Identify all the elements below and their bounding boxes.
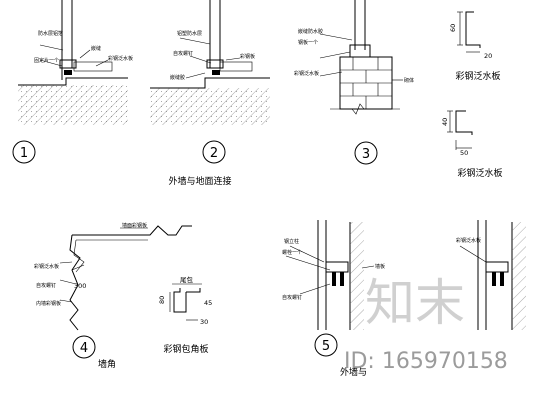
d5-note-1: 钢立柱 (284, 238, 299, 245)
d4-note-1: 墙面彩钢板 (122, 222, 147, 229)
watermark: 知末 ID: 165970158 (344, 274, 508, 374)
detail-5: 钢立柱 螺栓一个 彩钢泛水板 自攻螺钉 墙板 5 外墙与 (282, 220, 526, 378)
d4-note-3: 自攻螺钉 (36, 282, 56, 289)
d5-note-2: 螺栓一个 (282, 249, 302, 256)
d1-note-1: 防水层铝箔 (38, 30, 63, 37)
detail-number-2: 2 (210, 146, 218, 161)
watermark-id: ID: 165970158 (344, 349, 508, 374)
detail-4: 墙面彩钢板 彩钢泛水板 自攻螺钉 内墙彩钢板 300 4 墙角 (34, 222, 192, 370)
dim-40: 40 (441, 118, 449, 126)
d2-note-1: 铝塑防水层 (177, 30, 202, 37)
d1-note-3: 嵌缝 (91, 45, 101, 52)
detail-1: 防水层铝箔 固定片一个 嵌缝 彩钢泛水板 1 (12, 0, 133, 164)
dim-corner-top: 尾包 (180, 275, 194, 284)
detail-3: 嵌缝防水胶 钢板一个 彩钢泛水板 砌体 3 (294, 0, 414, 165)
dim-corner-mid: 45 (204, 299, 212, 307)
detail-marker-2 (202, 140, 226, 164)
d1-note-2: 固定片一个 (34, 57, 59, 64)
flashing-profile-2: 40 50 彩钢泛水板 (441, 110, 503, 179)
detail-marker-4 (72, 335, 96, 359)
caption-corner-trim: 彩钢包角板 (163, 343, 208, 355)
caption-wall-partial: 外墙与 (340, 366, 367, 378)
dim-20: 20 (484, 52, 492, 60)
caption-wall-ground: 外墙与地面连接 (168, 175, 231, 187)
d5-note-4: 自攻螺钉 (282, 294, 302, 301)
flashing-profile-1: 60 20 彩钢泛水板 (449, 11, 501, 82)
base-fixing (59, 59, 77, 69)
d4-dim-300: 300 (74, 282, 86, 290)
d3-note-2: 钢板一个 (298, 39, 318, 46)
d4-note-4: 内墙彩钢板 (36, 300, 61, 307)
dim-corner-left: 80 (158, 296, 166, 304)
dim-60-a: 60 (449, 24, 457, 32)
d4-note-2: 彩钢泛水板 (34, 263, 59, 270)
d3-note-4: 砌体 (404, 77, 414, 84)
d2-note-4: 彩钢板 (240, 53, 255, 60)
d3-note-3: 彩钢泛水板 (294, 70, 319, 77)
corner-trim-profile: 尾包 80 45 30 彩钢包角板 (158, 275, 212, 355)
detail-number-4: 4 (80, 341, 88, 356)
d2-note-2: 自攻螺钉 (173, 50, 193, 57)
caption-flashing-1: 彩钢泛水板 (455, 70, 500, 82)
dim-50: 50 (460, 149, 468, 157)
detail-number-5: 5 (322, 339, 330, 354)
detail-number-1: 1 (20, 146, 28, 161)
d2-note-3: 嵌缝胶 (170, 74, 185, 81)
dim-corner-bottom: 30 (200, 318, 208, 326)
d3-note-1: 嵌缝防水胶 (298, 28, 323, 35)
d1-note-4: 彩钢泛水板 (108, 55, 133, 62)
caption-flashing-2: 彩钢泛水板 (457, 167, 502, 179)
d5-note-3: 彩钢泛水板 (456, 237, 481, 244)
detail-marker-1 (12, 140, 36, 164)
detail-marker-3 (354, 141, 378, 165)
detail-2: 铝塑防水层 自攻螺钉 嵌缝胶 彩钢板 2 (150, 0, 270, 164)
detail-marker-5 (314, 333, 338, 357)
caption-corner: 墙角 (98, 358, 116, 370)
detail-number-3: 3 (362, 147, 370, 162)
watermark-logo: 知末 (365, 274, 465, 332)
d5-note-5: 墙板 (375, 263, 385, 270)
